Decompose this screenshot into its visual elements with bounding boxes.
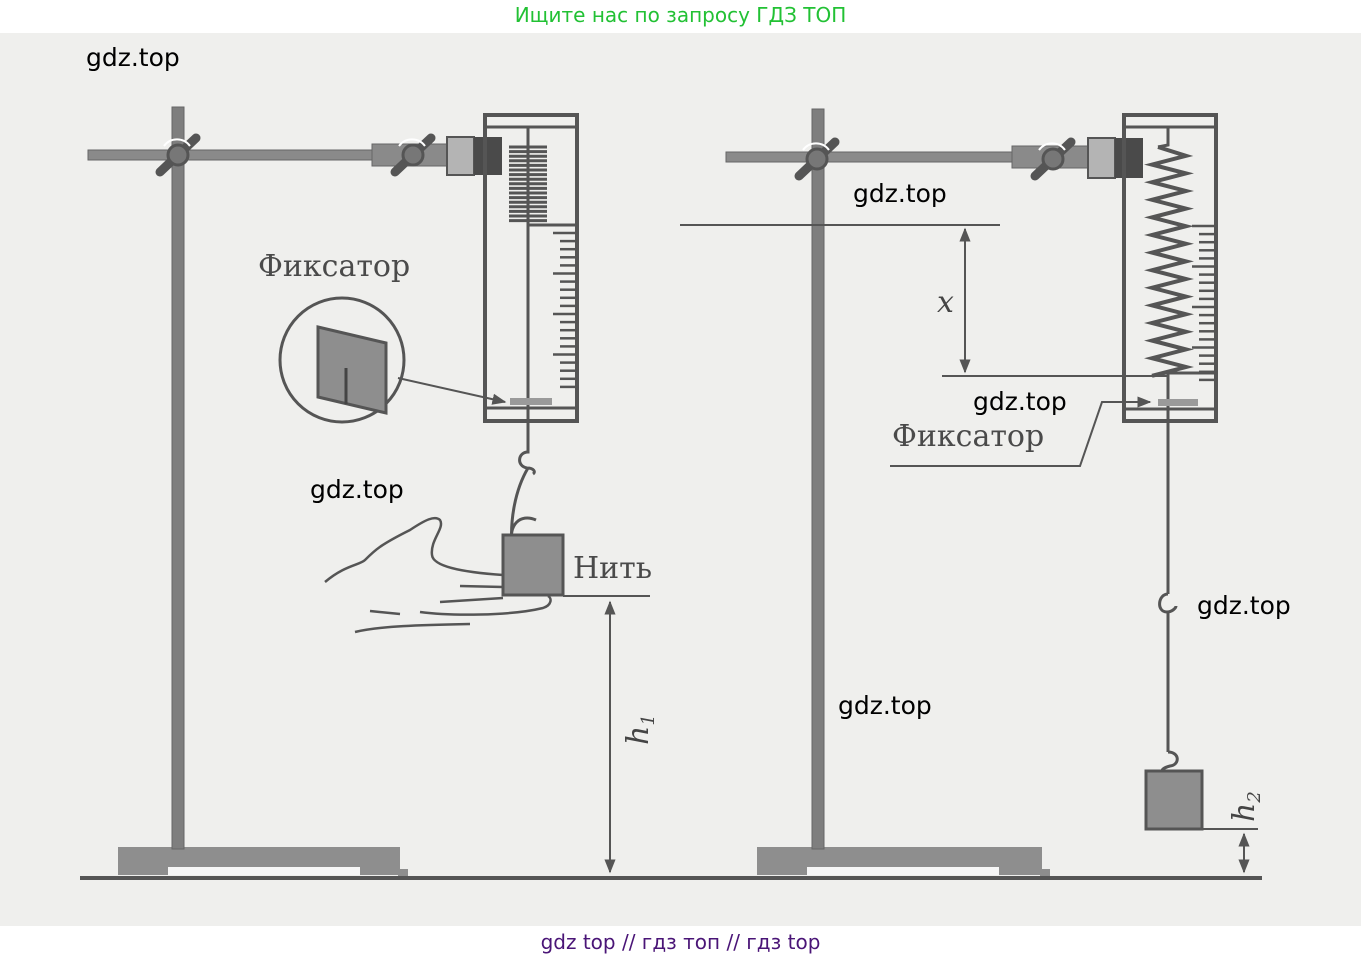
dynamometer-right — [1122, 113, 1218, 440]
stand-rod-left — [171, 106, 185, 850]
fixator-leader-line — [890, 396, 1152, 467]
left-setup: Фиксатор Нить h1 — [80, 106, 690, 880]
bottom-banner-text: gdz top // гдз топ // гдз top — [540, 930, 821, 954]
bottom-banner: gdz top // гдз топ // гдз top — [0, 926, 1361, 960]
hand-icon — [324, 516, 552, 634]
thread-right — [1158, 440, 1179, 773]
connector-block-light — [446, 136, 475, 176]
watermark: gdz.top — [838, 691, 932, 720]
horizontal-rod-left — [87, 149, 379, 161]
scale-ticks-right — [1192, 224, 1214, 382]
stand-rod-right — [811, 108, 825, 850]
spring-coil — [1144, 145, 1194, 378]
fixator-label-right: Фиксатор — [892, 419, 1044, 454]
weight-block-left — [501, 533, 565, 597]
top-banner-text: Ищите нас по запросу ГДЗ ТОП — [514, 3, 847, 27]
watermark: gdz.top — [310, 475, 404, 504]
watermark: gdz.top — [973, 387, 1067, 416]
connector-block-dark — [474, 137, 502, 175]
fixator-plate-right — [1158, 399, 1198, 406]
clamp-icon — [794, 137, 840, 181]
scale-ticks-left — [553, 231, 575, 389]
stand-base-left — [118, 847, 408, 876]
magnifier-callout — [278, 296, 507, 424]
watermark: gdz.top — [1197, 591, 1291, 620]
weight-block-right — [1144, 769, 1204, 831]
stand-base-right — [757, 847, 1050, 876]
fixator-plate-left — [510, 398, 552, 405]
connector-block-dark — [1115, 138, 1143, 178]
clamp-icon — [155, 133, 201, 177]
clamp-icon — [390, 133, 436, 177]
thread-label: Нить — [573, 551, 652, 586]
connector-block-light — [1087, 137, 1116, 179]
horizontal-rod-right — [725, 151, 1019, 163]
dynamometer-left — [483, 113, 579, 440]
clamp-icon — [1030, 137, 1076, 181]
spring-stretched — [1144, 145, 1194, 378]
right-setup: x Фиксатор h2 — [680, 108, 1265, 880]
hook-and-thread-left — [509, 440, 537, 546]
watermark: gdz.top — [86, 43, 180, 72]
h2-label: h2 — [1227, 791, 1265, 822]
h1-label: h1 — [621, 714, 659, 745]
fixator-label-left: Фиксатор — [258, 249, 410, 284]
spring-compressed — [509, 145, 547, 223]
x-label: x — [937, 285, 954, 320]
watermark: gdz.top — [853, 179, 947, 208]
figure-area — [0, 33, 1361, 926]
top-banner: Ищите нас по запросу ГДЗ ТОП — [0, 0, 1361, 33]
